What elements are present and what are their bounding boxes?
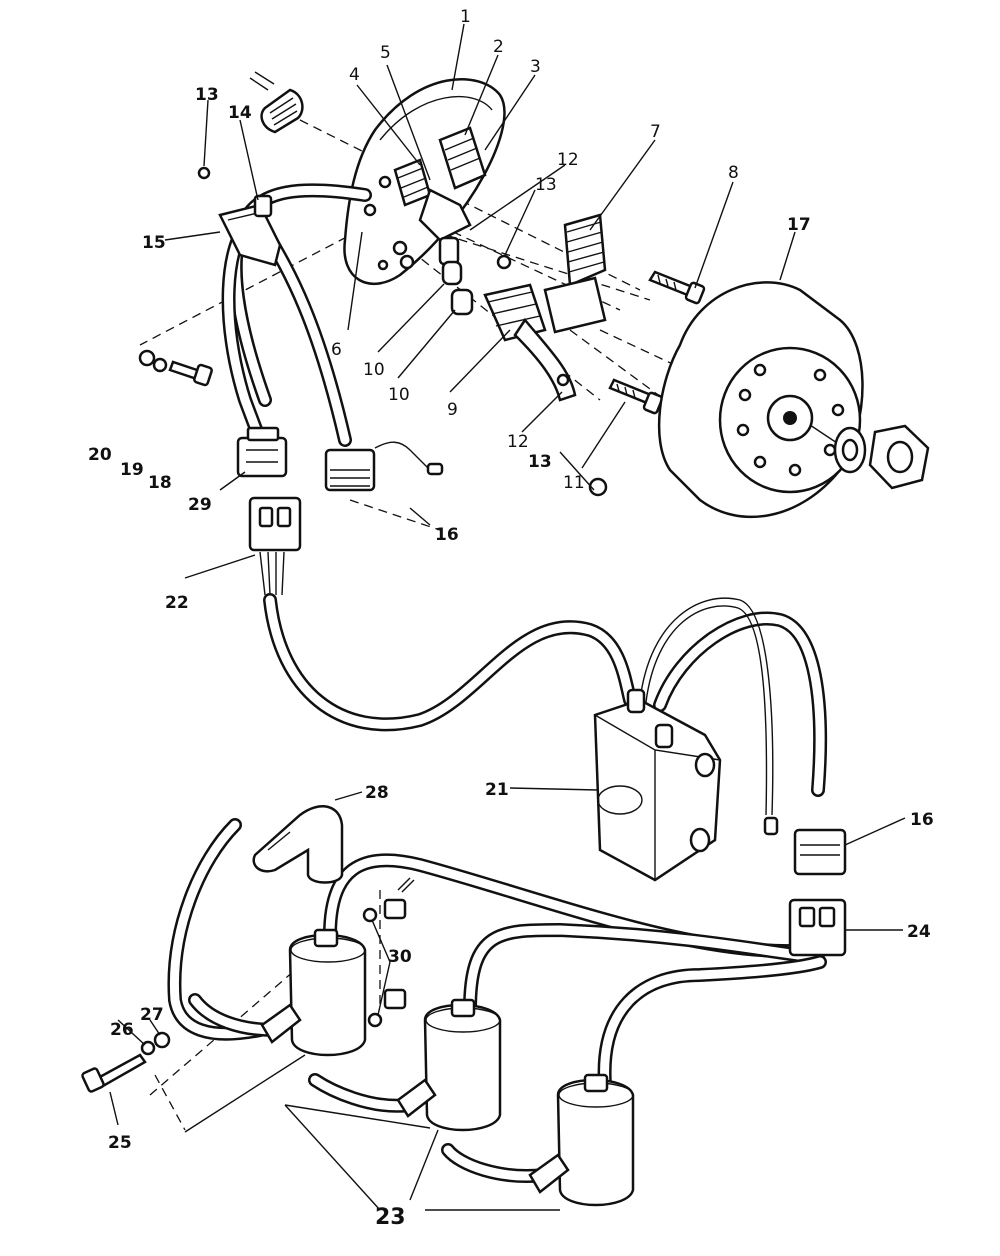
callout-13-left: 13: [195, 85, 219, 105]
callout-16-top: 16: [435, 525, 459, 545]
wire-clip-14: [253, 194, 273, 218]
connector-29: [236, 426, 288, 478]
callout-11: 11: [563, 473, 585, 493]
spark-plug-cap-28: [252, 805, 344, 884]
callout-15: 15: [142, 233, 166, 253]
callout-7: 7: [650, 122, 661, 142]
callout-6: 6: [331, 340, 342, 360]
callout-12-bottom: 12: [507, 432, 529, 452]
ignition-coil-2: [396, 998, 502, 1132]
lighting-coil: [543, 213, 607, 334]
connector-16-upper: [324, 441, 444, 492]
callout-labels: 1 2 3 5 4 12 13 7 8 17 13 14 15 6 10 10 …: [88, 7, 934, 1230]
wiring-harness: [167, 183, 828, 1183]
callout-4: 4: [349, 65, 360, 85]
callout-25: 25: [108, 1133, 132, 1153]
callout-9: 9: [447, 400, 458, 420]
callout-19: 19: [120, 460, 144, 480]
leader-lines: [109, 23, 906, 1211]
callout-26: 26: [110, 1020, 134, 1040]
connector-22: [248, 496, 302, 596]
screw-8: [648, 270, 706, 305]
callout-20: 20: [88, 445, 112, 465]
callout-10-a: 10: [363, 360, 385, 380]
pickup-bracket: [483, 283, 577, 402]
ignition-coil-1: [260, 928, 367, 1057]
bolt-25-washers: [81, 1031, 171, 1093]
callout-24: 24: [907, 922, 931, 942]
connector-16-lower: [763, 816, 847, 876]
callout-23: 23: [375, 1205, 406, 1230]
screw-11: [608, 378, 664, 415]
connector-24: [788, 898, 847, 957]
callout-13-top: 13: [535, 175, 557, 195]
callout-1: 1: [460, 7, 471, 27]
callout-28: 28: [365, 783, 389, 803]
callout-8: 8: [728, 163, 739, 183]
spark-plug-cap-top: [249, 71, 304, 134]
screws-13: [197, 166, 608, 497]
callout-10-b: 10: [388, 385, 410, 405]
callout-5: 5: [380, 43, 391, 63]
callout-30: 30: [388, 947, 412, 967]
ignition-coil-3: [528, 1073, 635, 1207]
stator-coils: [393, 126, 487, 266]
callout-17: 17: [787, 215, 811, 235]
callout-21: 21: [485, 780, 509, 800]
callout-2: 2: [493, 37, 504, 57]
callout-16-bottom: 16: [910, 810, 934, 830]
spacer-sleeves: [441, 260, 474, 316]
callout-14: 14: [228, 103, 252, 123]
callout-12-top: 12: [557, 150, 579, 170]
callout-13-bottom: 13: [528, 452, 552, 472]
flywheel: [657, 281, 864, 519]
washer-and-nut: [833, 424, 930, 490]
cdi-box: [593, 688, 722, 882]
callout-29: 29: [188, 495, 212, 515]
washers-30: [362, 877, 415, 1028]
screw-18-washers: [138, 349, 213, 387]
callout-18: 18: [148, 473, 172, 493]
callout-3: 3: [530, 57, 541, 77]
callout-22: 22: [165, 593, 189, 613]
callout-27: 27: [140, 1005, 164, 1025]
